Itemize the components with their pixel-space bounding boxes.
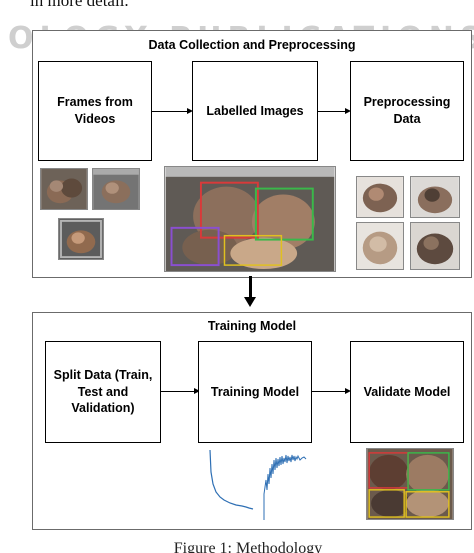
arrow-split-to-training <box>161 388 200 394</box>
oil-palm-photo <box>92 168 140 210</box>
oil-palm-photo <box>58 218 104 260</box>
oil-palm-photo <box>40 168 88 210</box>
preprocessing-data-box: Preprocessing Data <box>350 61 464 161</box>
data-collection-title: Data Collection and Preprocessing <box>148 38 356 52</box>
training-model-box: Training Model <box>198 341 312 443</box>
loss-curve-plot <box>209 450 307 520</box>
figure-caption: Figure 1: Methodology <box>173 540 323 553</box>
detection-result-photo <box>366 448 454 520</box>
validate-model-box: Validate Model <box>350 341 464 443</box>
preprocessed-photo <box>410 222 460 270</box>
header-fragment: in more detail. <box>30 0 129 10</box>
arrow-labelled-to-preprocessing <box>318 108 351 114</box>
arrow-down-to-training <box>244 276 256 307</box>
arrow-training-to-validate <box>312 388 351 394</box>
training-model-title: Training Model <box>207 319 297 333</box>
arrow-frames-to-labelled <box>152 108 193 114</box>
preprocessed-photo <box>356 222 404 270</box>
preprocessed-photo <box>356 176 404 218</box>
labelled-image-photo <box>164 166 336 272</box>
preprocessed-photo <box>410 176 460 218</box>
labelled-images-box: Labelled Images <box>192 61 318 161</box>
frames-from-videos-box: Frames from Videos <box>38 61 152 161</box>
split-data-box: Split Data (Train, Test and Validation) <box>45 341 161 443</box>
